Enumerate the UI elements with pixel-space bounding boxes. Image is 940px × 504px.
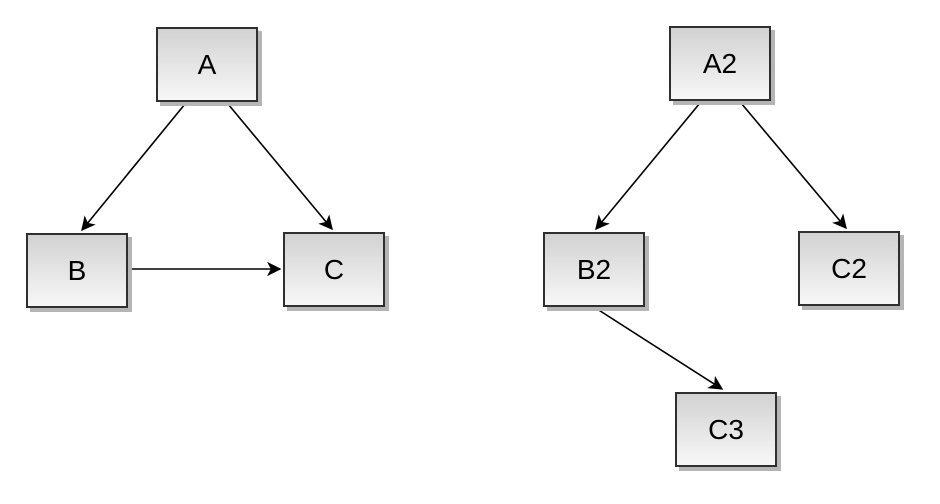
- edge-a-to-b: [81, 103, 186, 232]
- edge-a2-to-b2: [595, 102, 701, 231]
- node-b: B: [26, 233, 128, 308]
- node-b2: B2: [543, 232, 645, 307]
- node-label: C: [323, 253, 345, 285]
- edge-a2-to-c2: [740, 102, 847, 230]
- node-c2: C2: [798, 231, 900, 306]
- node-label: B2: [576, 253, 612, 285]
- node-label: C2: [831, 252, 867, 284]
- node-label: C3: [708, 413, 744, 445]
- node-a2: A2: [669, 26, 771, 101]
- node-label: A: [197, 48, 217, 80]
- node-label: A2: [702, 47, 738, 79]
- node-a: A: [156, 27, 258, 102]
- node-c3: C3: [675, 392, 777, 467]
- node-label: B: [67, 254, 87, 286]
- edge-b2-to-c3: [593, 306, 724, 390]
- edge-a-to-c: [227, 103, 333, 231]
- node-c: C: [283, 232, 385, 307]
